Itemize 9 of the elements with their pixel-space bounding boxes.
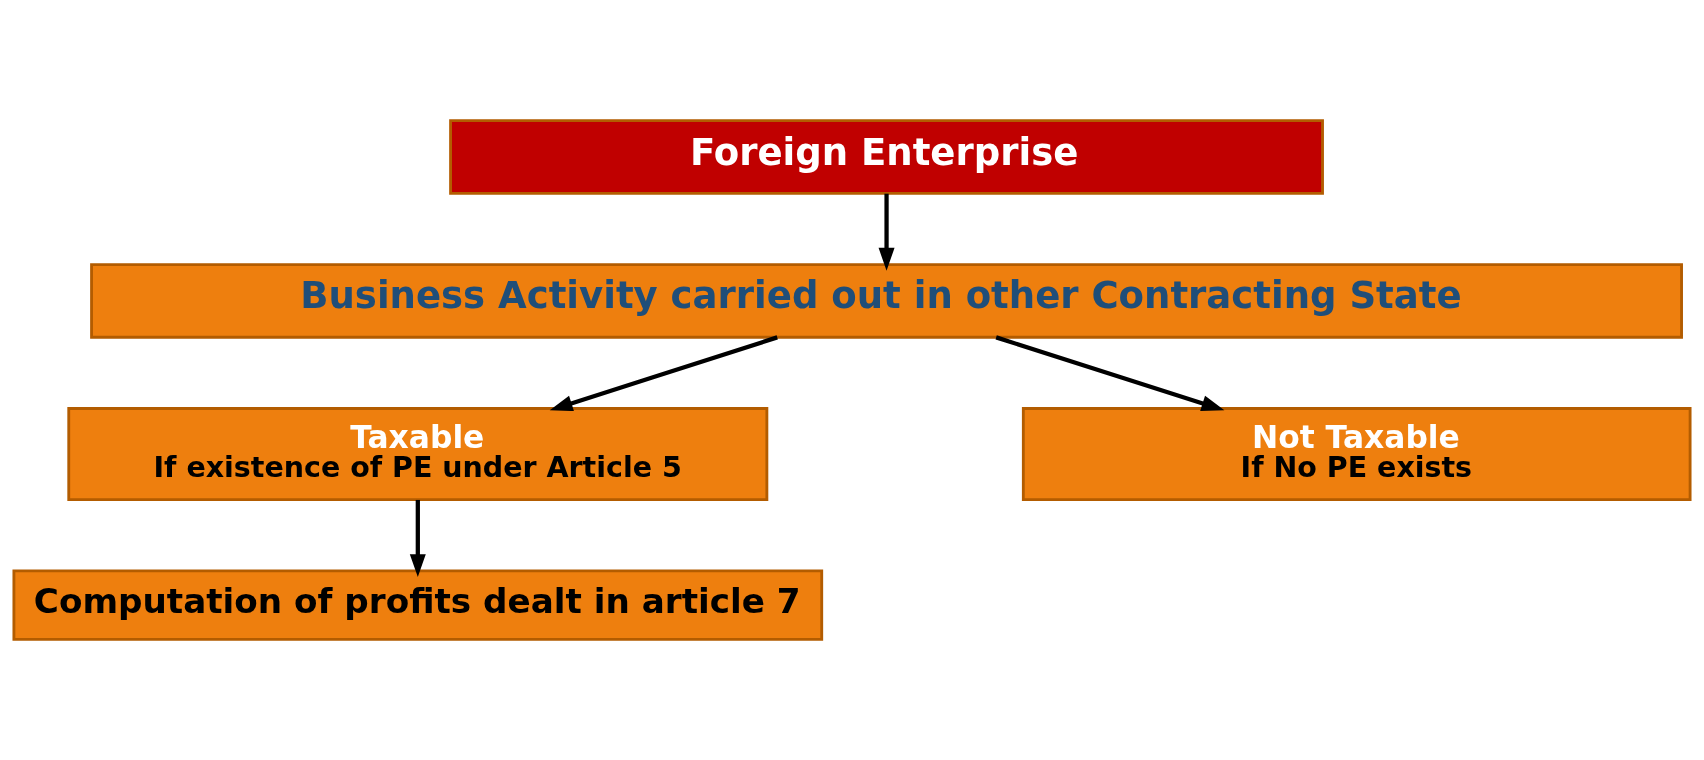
node-box: Taxable If existence of PE under Article 5 (67, 407, 769, 502)
node-box: Computation of profits dealt in article 7 (12, 569, 824, 641)
arrow (409, 499, 426, 578)
arrow (549, 335, 778, 411)
node-box: Foreign Enterprise (449, 119, 1324, 195)
node-box: Business Activity carried out in other Contracting State (90, 263, 1683, 339)
arrow (878, 193, 895, 271)
arrow (995, 335, 1225, 411)
node-box: Not Taxable If No PE exists (1021, 407, 1692, 502)
